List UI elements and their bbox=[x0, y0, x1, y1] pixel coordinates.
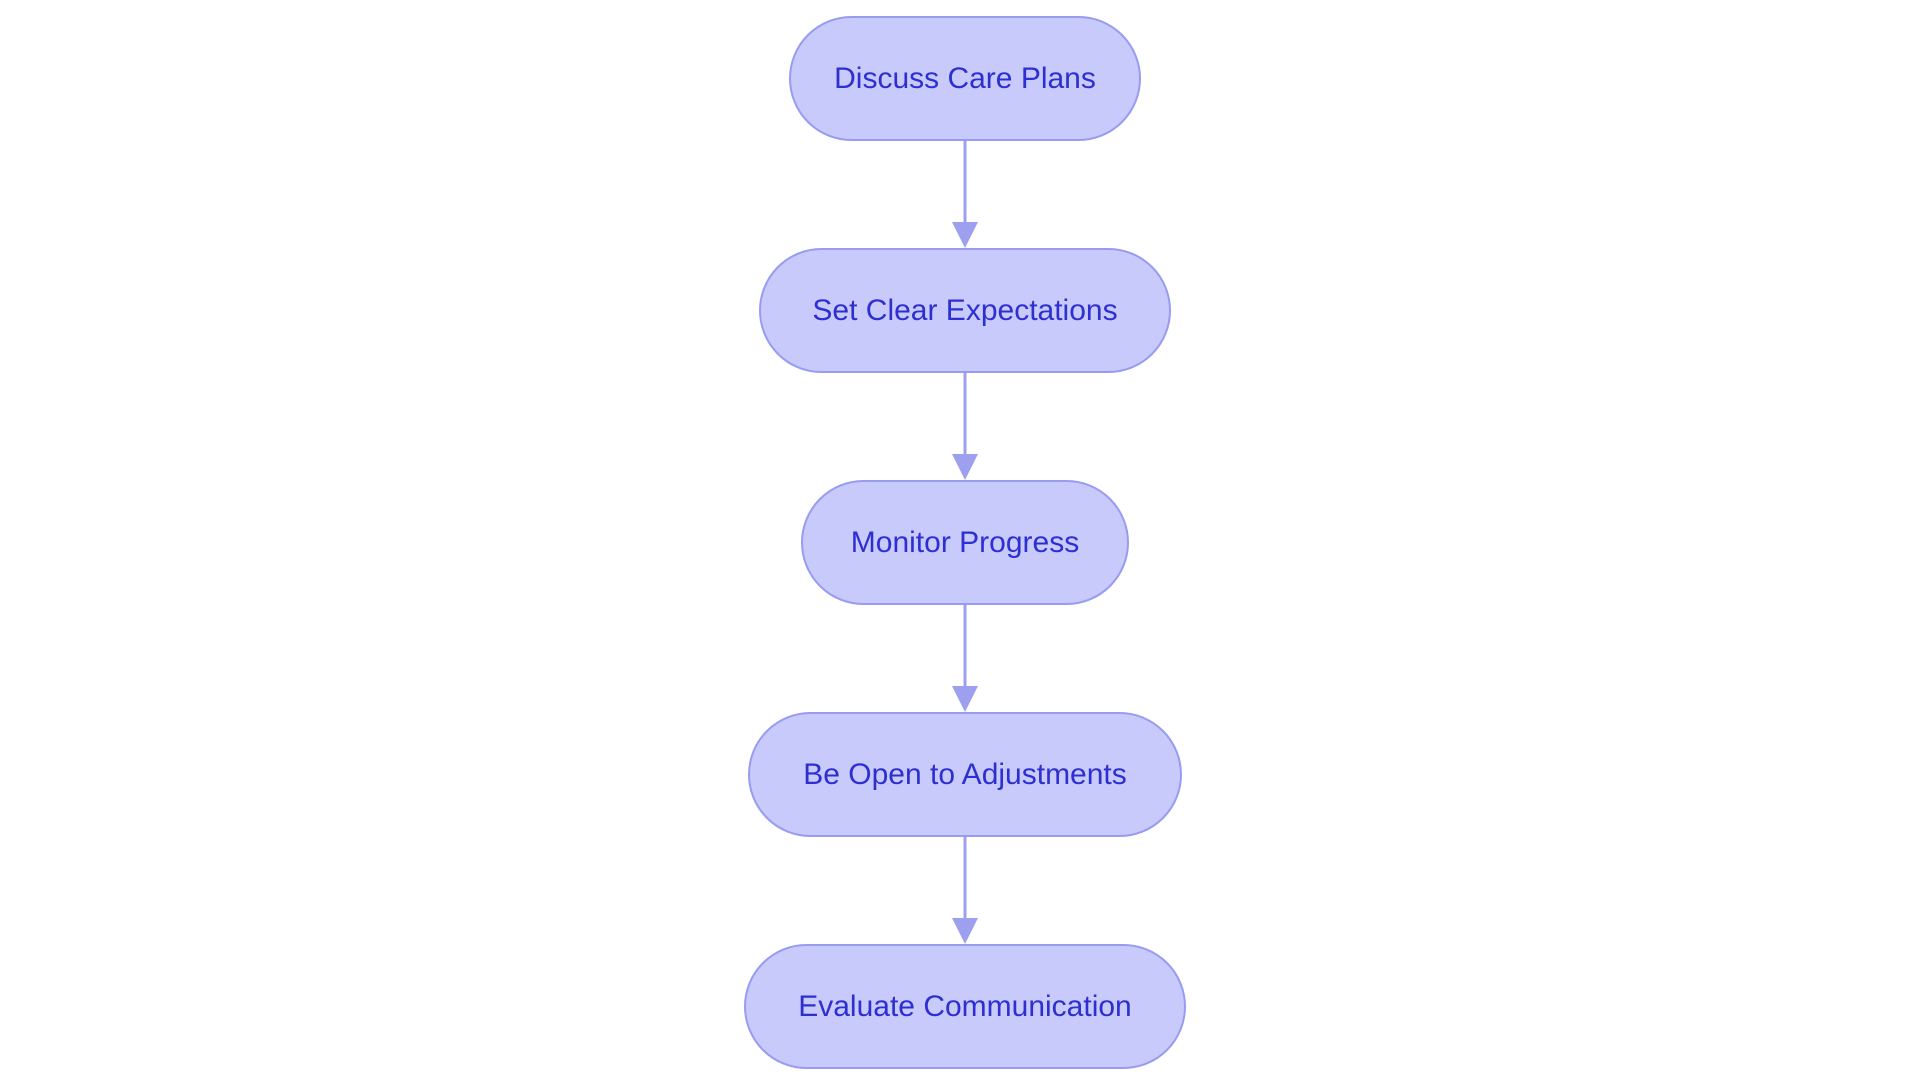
arrowhead-icon bbox=[952, 918, 978, 944]
edge-expectations-to-monitor bbox=[952, 372, 978, 480]
node-label: Evaluate Communication bbox=[798, 990, 1132, 1023]
node-label: Monitor Progress bbox=[851, 526, 1079, 559]
arrowhead-icon bbox=[952, 454, 978, 480]
node-be-open-to-adjustments[interactable]: Be Open to Adjustments bbox=[748, 712, 1182, 837]
node-shape bbox=[744, 944, 1186, 1069]
arrowhead-icon bbox=[952, 222, 978, 248]
node-shape bbox=[748, 712, 1182, 837]
edge-adjust-to-evaluate bbox=[952, 836, 978, 944]
node-shape bbox=[801, 480, 1129, 605]
edges bbox=[952, 140, 978, 944]
arrowhead-icon bbox=[952, 686, 978, 712]
node-shape bbox=[789, 16, 1141, 141]
node-shape bbox=[759, 248, 1171, 373]
node-set-clear-expectations[interactable]: Set Clear Expectations bbox=[759, 248, 1171, 373]
node-label: Set Clear Expectations bbox=[812, 294, 1117, 327]
edge-discuss-to-expectations bbox=[952, 140, 978, 248]
nodes: Discuss Care Plans Set Clear Expectation… bbox=[744, 16, 1186, 1069]
edge-monitor-to-adjust bbox=[952, 604, 978, 712]
node-monitor-progress[interactable]: Monitor Progress bbox=[801, 480, 1129, 605]
node-discuss-care-plans[interactable]: Discuss Care Plans bbox=[789, 16, 1141, 141]
node-evaluate-communication[interactable]: Evaluate Communication bbox=[744, 944, 1186, 1069]
node-label: Discuss Care Plans bbox=[834, 62, 1096, 95]
node-label: Be Open to Adjustments bbox=[803, 758, 1127, 791]
